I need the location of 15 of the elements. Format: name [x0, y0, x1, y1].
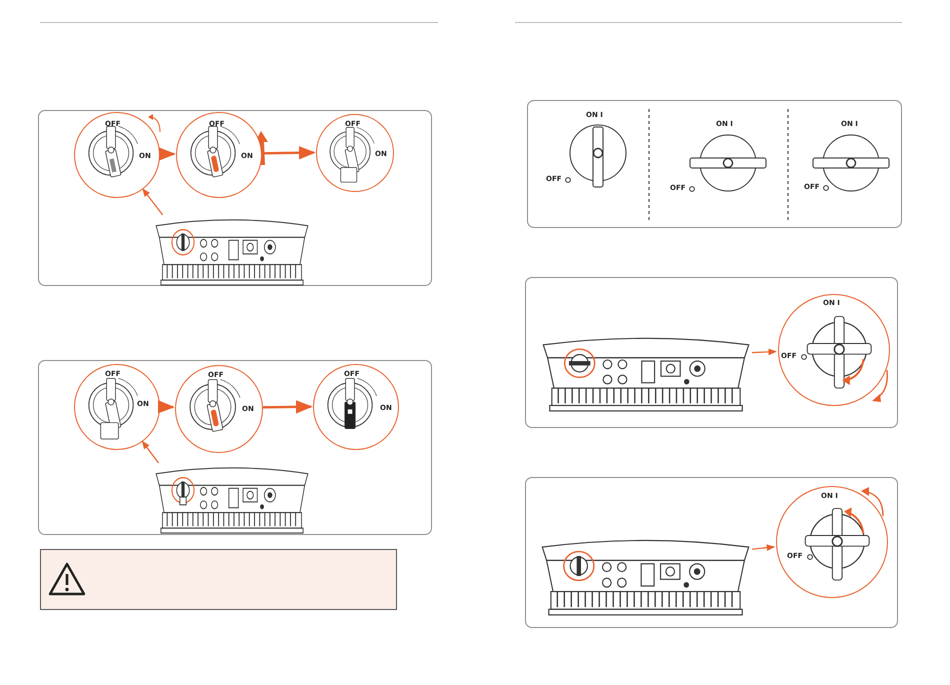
arrow: [262, 146, 316, 160]
leader-line: [752, 544, 776, 551]
warning-box: [40, 549, 397, 610]
arrow: [158, 400, 175, 414]
leader-line: [142, 440, 159, 464]
arrow: [262, 400, 313, 414]
figure-panel: [525, 477, 898, 628]
leader-line: [752, 348, 777, 356]
magnified-switch-circle: [74, 112, 160, 198]
figure-panel: [525, 277, 898, 428]
arrow: [158, 147, 176, 161]
figure-panel: [38, 360, 432, 535]
figure-panel: [38, 110, 432, 286]
leader-line: [142, 188, 164, 216]
figure-panel: [527, 100, 902, 228]
